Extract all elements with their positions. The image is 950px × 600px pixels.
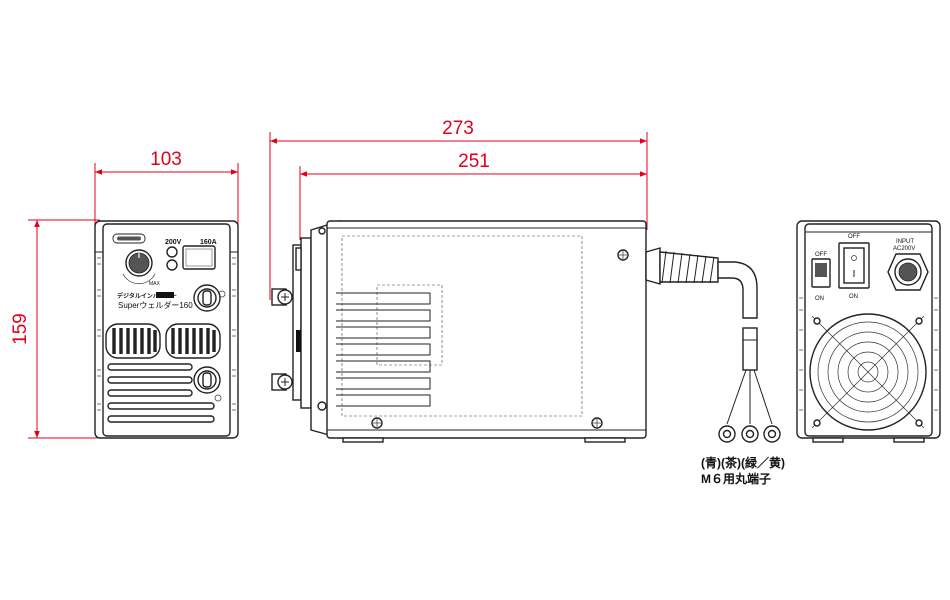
cable-strain-relief <box>645 247 758 319</box>
output-terminal-bottom <box>193 366 222 402</box>
front-lower-slots <box>107 363 215 423</box>
ring-terminals <box>718 369 781 443</box>
model-name-text: Superウェルダー160 <box>118 300 193 310</box>
output-terminal-top <box>193 284 226 312</box>
small-switch-off-label: OFF <box>815 252 827 258</box>
knob-max-label: MAX <box>149 281 161 287</box>
power-lamp <box>166 246 178 258</box>
small-switch-on-label: ON <box>815 296 824 302</box>
input-voltage-label: AC200V <box>893 246 915 252</box>
brand-line-text: デジタルインバーター <box>117 292 177 300</box>
front-view: 200V 160A MAX デジタルインバーター Superウェルダー160 <box>94 220 239 439</box>
overall-length-value: 273 <box>442 118 474 139</box>
terminal-caption: M６用丸端子 <box>701 471 771 486</box>
front-voltage-label: 200V <box>165 239 182 246</box>
dimension-overall-length: 273 <box>269 118 648 300</box>
power-switch-off-label: OFF <box>848 234 860 240</box>
alarm-lamp <box>166 259 178 271</box>
dimension-front-width: 103 <box>94 149 239 225</box>
body-length-value: 251 <box>458 151 490 172</box>
side-view: (青)(茶)(緑／黄) M６用丸端子 <box>271 220 785 486</box>
cable-section <box>742 327 758 371</box>
front-grille-left <box>105 323 161 359</box>
dimension-body-length: 251 <box>299 151 647 240</box>
side-body <box>326 220 647 439</box>
side-louvers <box>336 292 431 407</box>
front-grille-right <box>165 323 221 359</box>
height-value: 159 <box>10 313 31 345</box>
power-switch-on-label: ON <box>849 294 858 300</box>
rear-fan-grille <box>809 313 927 431</box>
digital-display <box>182 245 216 270</box>
front-current-label: 160A <box>200 239 217 246</box>
front-width-value: 103 <box>150 149 182 170</box>
dimension-height: 159 <box>10 219 100 439</box>
wire-color-caption: (青)(茶)(緑／黄) <box>701 455 785 470</box>
input-label: INPUT <box>896 239 914 245</box>
input-cable-gland <box>887 253 929 291</box>
rear-view: OFF ON OFF ON INPUT AC200V <box>796 220 941 443</box>
